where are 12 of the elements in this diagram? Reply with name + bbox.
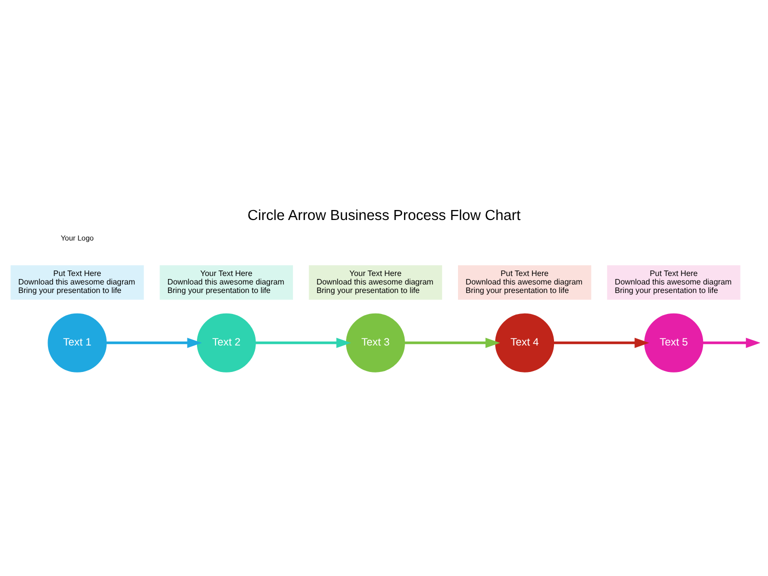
node-circle: Text 2 [196, 312, 256, 372]
node-circle: Text 3 [346, 312, 405, 372]
diagram-title: Circle Arrow Business Process Flow Chart [247, 207, 521, 224]
node-circle: Text 1 [48, 312, 107, 372]
label: Your Logo [60, 233, 94, 242]
arrow [106, 337, 202, 348]
node-circle: Text 4 [495, 312, 554, 372]
arrow [702, 337, 760, 348]
arrow [404, 337, 500, 348]
arrow [553, 337, 650, 348]
arrow [255, 337, 351, 348]
node-circle: Text 5 [644, 312, 704, 372]
